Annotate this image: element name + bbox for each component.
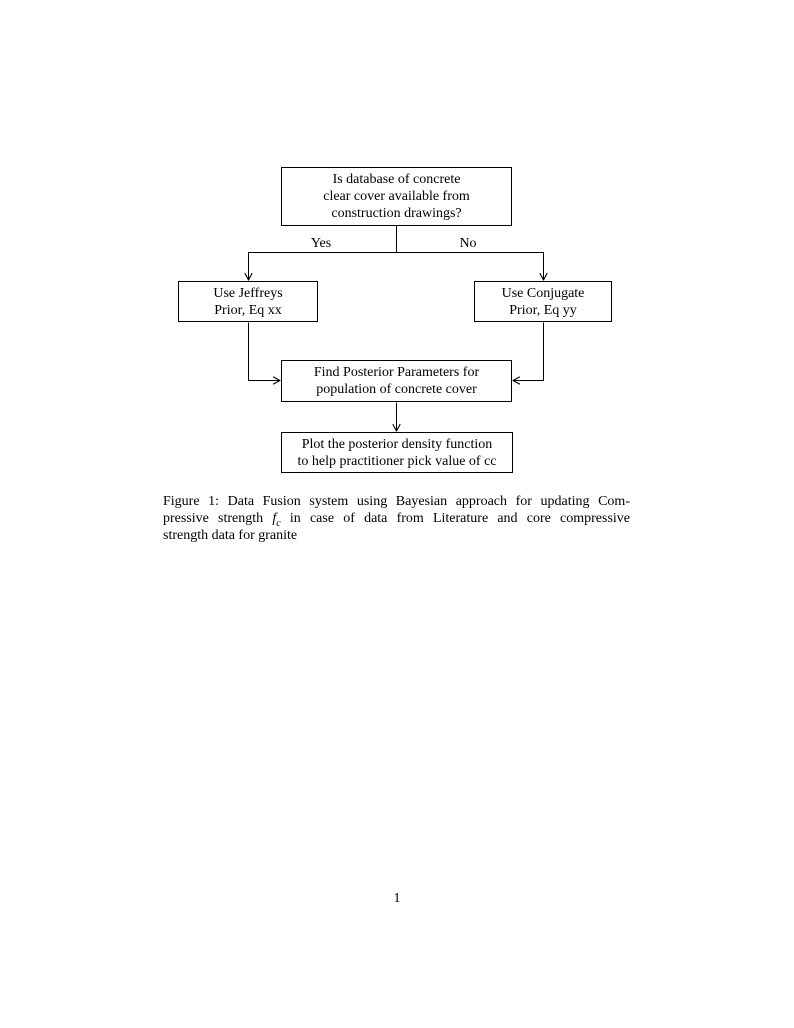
connector-conjugate-to-posterior (512, 322, 544, 385)
flowchart-node-plot-density: Plot the posterior density function to h… (281, 432, 513, 473)
connector-jeffreys-to-posterior (248, 322, 281, 385)
node-plot-line-1: Plot the posterior density function (301, 436, 493, 452)
math-symbol-fc: f (272, 510, 277, 526)
figure-caption: Figure 1: Data Fusion system using Bayes… (163, 494, 630, 544)
node-jeffreys-line-1: Use Jeffreys (213, 285, 283, 301)
caption-line-2-text-pre: pressive strength (163, 510, 273, 526)
page-number: 1 (393, 891, 401, 906)
math-subscript-c: c (276, 517, 281, 529)
flowchart-node-find-posterior: Find Posterior Parameters for population… (281, 360, 512, 402)
figure-caption-line-3: strength data for granite (163, 527, 298, 543)
node-posterior-line-1: Find Posterior Parameters for (313, 365, 480, 380)
node-conjugate-line-1: Use Conjugate (501, 285, 585, 301)
flowchart-node-conjugate-prior: Use Conjugate Prior, Eq yy (474, 281, 612, 322)
flowchart-node-jeffreys-prior: Use Jeffreys Prior, Eq xx (178, 281, 318, 322)
edge-label-yes: Yes (308, 235, 334, 252)
edge-label-no: No (457, 235, 479, 252)
node-jeffreys-line-2: Prior, Eq xx (214, 302, 282, 318)
caption-line-2-text-post: in case of data from Literature and core… (280, 510, 630, 526)
flowchart-connectors (244, 226, 548, 432)
node-question-line-2: clear cover available from (323, 189, 470, 204)
node-conjugate-line-2: Prior, Eq yy (509, 302, 577, 318)
flowchart-node-question: Is database of concrete clear cover avai… (281, 167, 512, 226)
node-question-line-1: Is database of concrete (332, 172, 461, 187)
node-posterior-line-2: population of concrete cover (316, 382, 477, 397)
figure-caption-line-1: Figure 1: Data Fusion system using Bayes… (163, 494, 630, 509)
node-plot-line-2: to help practitioner pick value of cc (297, 453, 497, 469)
node-question-line-3: construction drawings? (331, 206, 462, 221)
figure-caption-line-2: pressive strength fc in case of data fro… (163, 511, 630, 528)
